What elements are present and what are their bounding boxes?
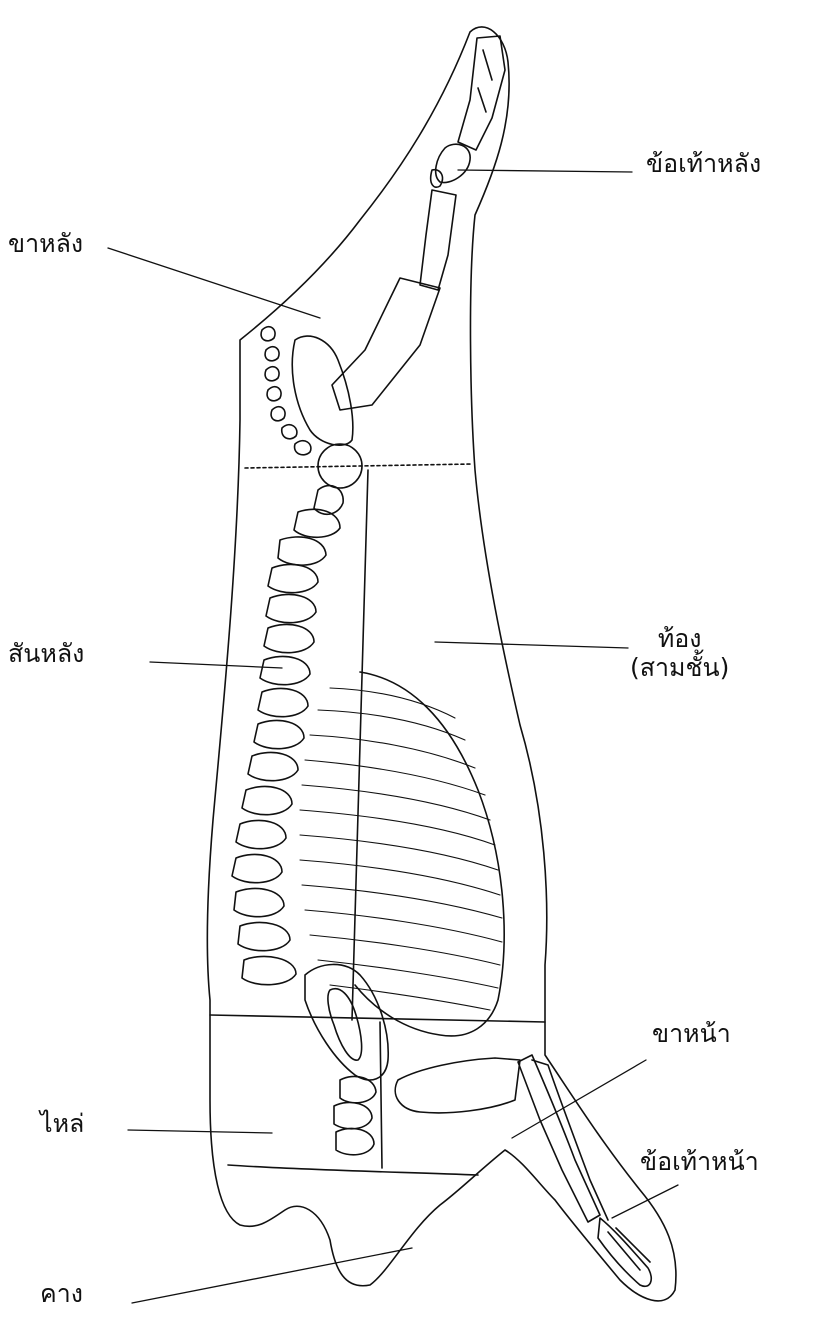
hind-shank-bone: [420, 190, 456, 290]
label-belly-line2: (สามชั้น): [630, 654, 729, 683]
leader-lines: [108, 170, 678, 1303]
foreleg-shank-bones: [518, 1055, 600, 1222]
label-foreleg: ขาหน้า: [652, 1020, 731, 1049]
pelvis-bone: [292, 336, 353, 445]
leader-ham: [108, 248, 320, 318]
shoulder-vertical-divider: [380, 1022, 382, 1168]
foreleg-upper-bone: [395, 1058, 520, 1113]
carcass-outline: [207, 27, 676, 1301]
sternum-bones: [334, 1076, 376, 1154]
label-belly: ท้อง (สามชั้น): [630, 625, 729, 683]
tail-bones: [261, 327, 311, 455]
ribs: [300, 688, 502, 1010]
leader-hind-hock: [458, 170, 632, 172]
label-jowl: คาง: [40, 1280, 83, 1309]
hind-foot-bones: [458, 36, 505, 150]
shoulder-cut-line: [210, 1015, 545, 1022]
label-hind-hock: ข้อเท้าหลัง: [646, 150, 761, 179]
leader-fore-hock: [612, 1185, 678, 1218]
hock-bone: [436, 144, 470, 182]
ham-loin-cut-line: [245, 464, 472, 468]
label-ham: ขาหลัง: [8, 230, 83, 259]
leader-belly: [435, 642, 628, 648]
scapula-bone: [305, 964, 388, 1080]
label-belly-line1: ท้อง: [630, 625, 729, 654]
label-shoulder: ไหล่: [40, 1110, 84, 1139]
label-fore-hock: ข้อเท้าหน้า: [640, 1148, 759, 1177]
jowl-cut-line: [228, 1165, 478, 1175]
spine-vertebrae: [232, 486, 343, 985]
leader-shoulder: [128, 1130, 272, 1133]
leader-jowl: [132, 1248, 412, 1303]
label-loin: สันหลัง: [8, 640, 84, 669]
loin-belly-divider: [352, 470, 368, 1020]
